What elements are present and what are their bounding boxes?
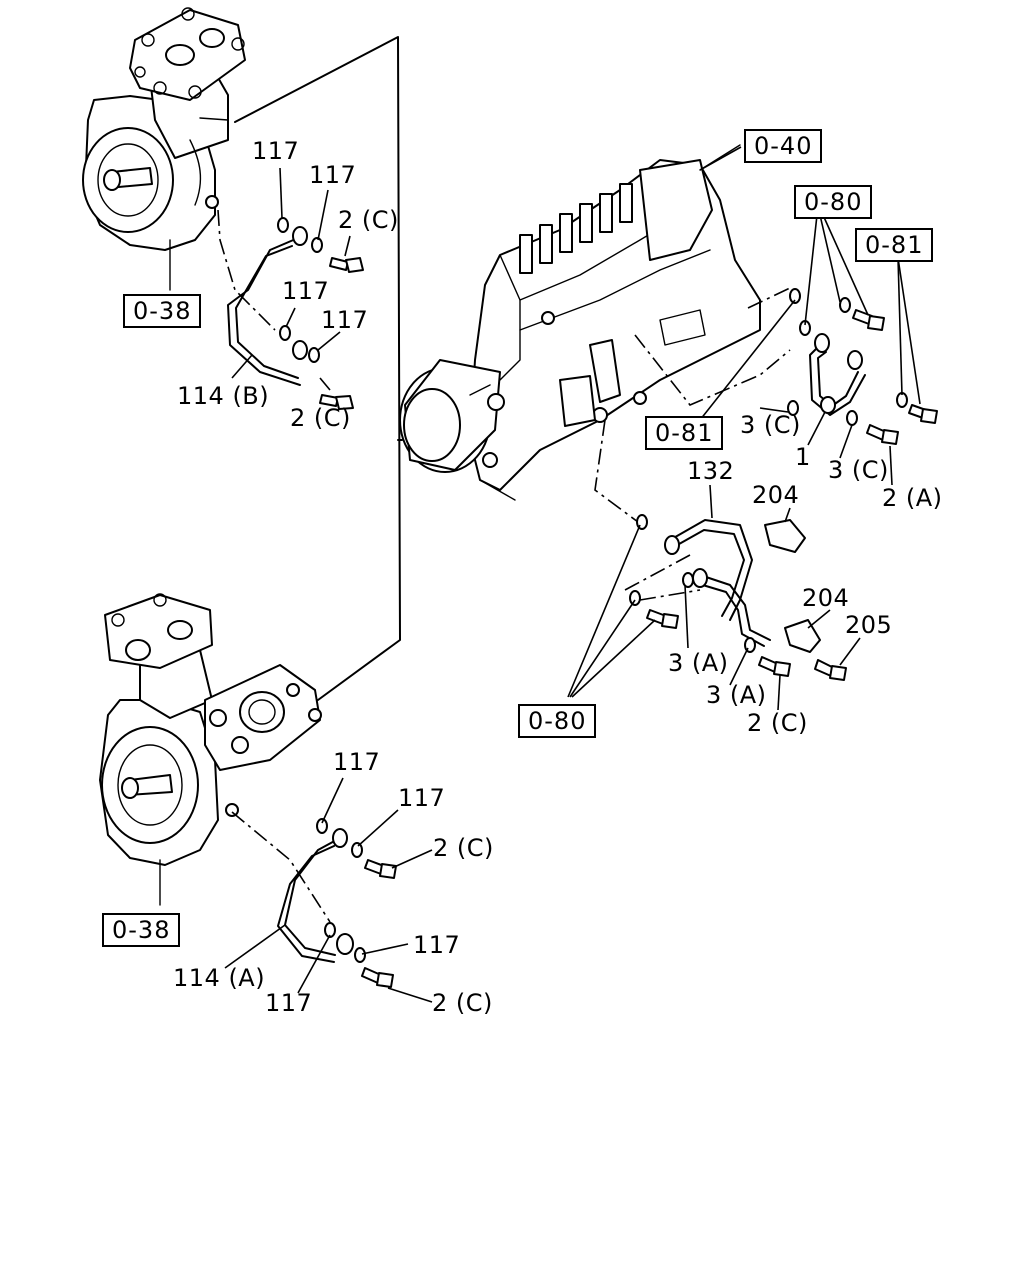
- pipe-114b: [218, 210, 307, 385]
- pipe-132: [595, 420, 770, 652]
- air-compressor-bottom: [100, 594, 321, 905]
- label-3c: 3 (C): [740, 411, 801, 439]
- label-117: 117: [413, 931, 461, 959]
- label-2a: 2 (A): [882, 484, 943, 512]
- label-204: 204: [802, 584, 850, 612]
- label-117: 117: [252, 137, 300, 165]
- air-compressor-top: [83, 8, 245, 290]
- washers-top: [278, 218, 322, 362]
- label-132: 132: [687, 457, 735, 485]
- pump-plungers: [520, 184, 632, 273]
- injection-pump: [400, 145, 790, 500]
- washers-right: [788, 289, 907, 425]
- pipe-114a: [232, 812, 353, 962]
- bolts-2c-bottom: [362, 860, 396, 987]
- label-117: 117: [398, 784, 446, 812]
- ref-0-81-mid: 0-81: [645, 416, 724, 450]
- leader-lines: [225, 147, 920, 1002]
- label-2c: 2 (C): [432, 989, 493, 1017]
- ref-0-40: 0-40: [744, 129, 823, 163]
- label-1: 1: [795, 443, 811, 471]
- label-117: 117: [265, 989, 313, 1017]
- ref-0-80-bottom: 0-80: [518, 704, 597, 738]
- clamps-204: [765, 520, 820, 652]
- ref-0-38-bottom: 0-38: [102, 913, 181, 947]
- ref-0-81-right: 0-81: [855, 228, 934, 262]
- label-114b: 114 (B): [177, 382, 270, 410]
- label-117: 117: [333, 748, 381, 776]
- label-117: 117: [321, 306, 369, 334]
- label-2c: 2 (C): [290, 404, 351, 432]
- bolts-2c-top: [320, 258, 363, 409]
- ref-0-38-top: 0-38: [123, 294, 202, 328]
- label-114a: 114 (A): [173, 964, 266, 992]
- label-2c: 2 (C): [338, 206, 399, 234]
- washers-bottom: [317, 819, 365, 962]
- label-117: 117: [309, 161, 357, 189]
- bolts-3a-2c: [647, 610, 846, 680]
- pipe-1: [810, 334, 865, 415]
- label-2c: 2 (C): [433, 834, 494, 862]
- label-117: 117: [282, 277, 330, 305]
- bolts-right: [853, 310, 937, 444]
- ref-0-80-top: 0-80: [794, 185, 873, 219]
- boundary-lines: [235, 37, 402, 700]
- label-3a: 3 (A): [668, 649, 729, 677]
- label-2c: 2 (C): [747, 709, 808, 737]
- label-3a: 3 (A): [706, 681, 767, 709]
- label-204: 204: [752, 481, 800, 509]
- label-205: 205: [845, 611, 893, 639]
- label-3c: 3 (C): [828, 456, 889, 484]
